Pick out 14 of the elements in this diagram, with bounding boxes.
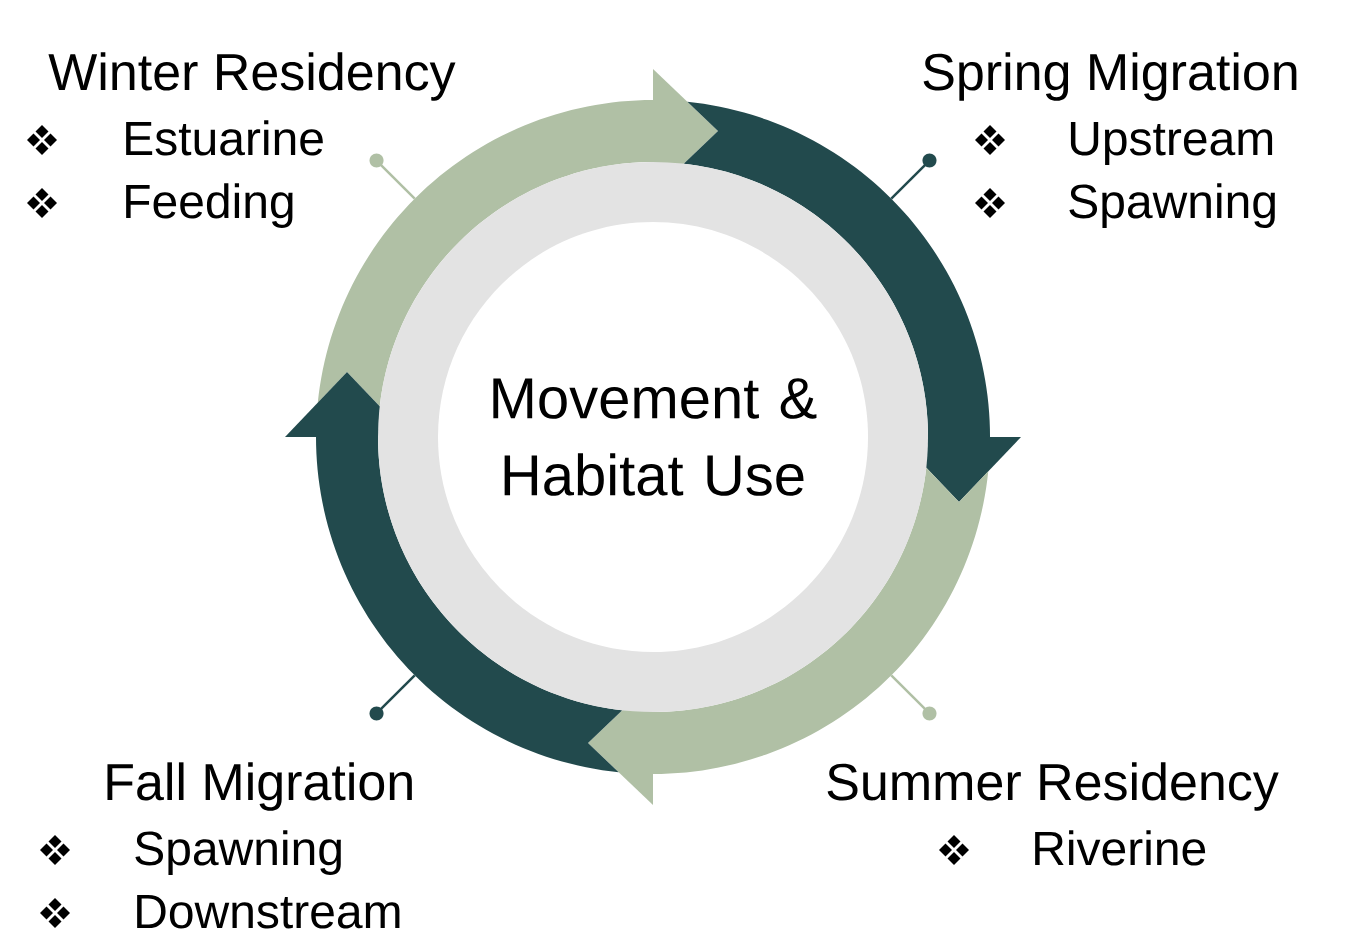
- list-item: Riverine: [1035, 830, 1206, 866]
- list-item: Downstream: [137, 895, 400, 929]
- stage-heading: Summer Residency: [827, 762, 1279, 811]
- list-item: Spawning: [135, 830, 341, 875]
- list-item: Estuarine: [126, 120, 323, 156]
- leader-line: [890, 674, 937, 721]
- stage-heading: Spring Migration: [923, 52, 1297, 101]
- stage-heading: Fall Migration: [107, 762, 412, 811]
- leader-line: [890, 153, 937, 200]
- list-item: Feeding: [126, 183, 293, 228]
- leader-line: [369, 674, 416, 721]
- stage-heading: Winter Residency: [48, 52, 456, 101]
- list-item: Upstream: [1070, 121, 1273, 165]
- list-item: Spawning: [1069, 183, 1275, 228]
